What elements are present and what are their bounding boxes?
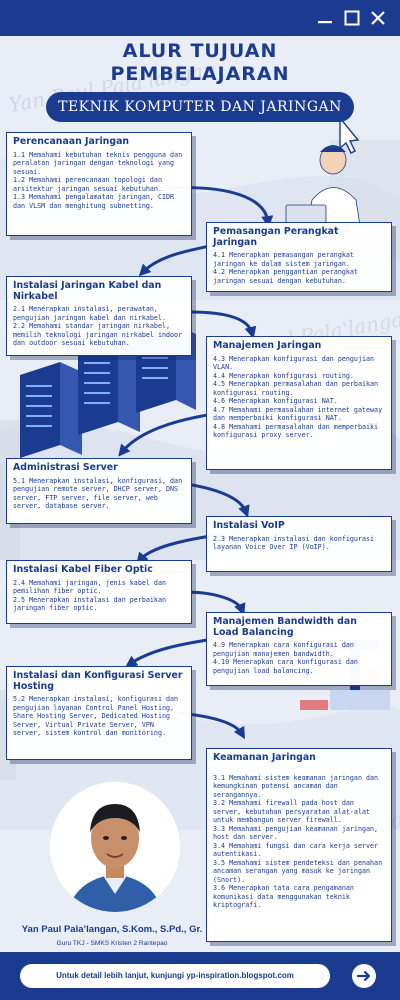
card-item: 4.2 Menerapkan penggantian perangkat jar… bbox=[213, 268, 358, 285]
close-icon[interactable] bbox=[369, 9, 387, 27]
card-title: Pemasangan Perangkat Jaringan bbox=[213, 226, 339, 248]
card-pemasangan-perangkat: Pemasangan Perangkat Jaringan 4.1 Menera… bbox=[206, 222, 392, 292]
arrow-right-icon bbox=[356, 970, 371, 982]
card-item: 1.2 Memahami perencanaan topologi dan ar… bbox=[13, 176, 162, 193]
card-item: 4.10 Menerapkan cara konfigurasi dan pen… bbox=[213, 658, 358, 675]
page-title-line1: ALUR TUJUAN bbox=[122, 40, 278, 62]
maximize-icon[interactable] bbox=[343, 9, 361, 27]
card-item: 4.1 Menerapkan pemasangan perangkat jari… bbox=[213, 251, 354, 268]
card-item: 5.1 Menerapkan instalasi, konfigurasi, d… bbox=[13, 476, 183, 511]
page-title-line2: PEMBELAJARAN bbox=[110, 63, 290, 85]
author-name: Yan Paul Pala’langan, S.Kom., S.Pd., Gr. bbox=[21, 924, 203, 935]
card-item: 3.4 Memahami fungsi dan cara kerja serve… bbox=[213, 841, 379, 859]
card-item: 2.5 Menerapkan instalasi dan perbaikan j… bbox=[13, 595, 166, 613]
card-title: Instalasi Jaringan Kabel dan Nirkabel bbox=[13, 280, 162, 302]
card-item: 4.8 Memahami permasalahan dan memperbaik… bbox=[213, 422, 379, 440]
card-item: 3.6 Menerapkan tata cara pengamanan komu… bbox=[213, 884, 354, 909]
card-title: Manajemen Jaringan bbox=[213, 340, 322, 351]
card-instalasi-fiber-optic: Instalasi Kabel Fiber Optic 2.4 Memahami… bbox=[6, 560, 192, 624]
avatar bbox=[50, 782, 180, 912]
card-item: 3.3 Memahami pengujian keamanan jaringan… bbox=[213, 824, 379, 842]
card-title: Instalasi dan Konfigurasi Server Hosting bbox=[13, 670, 183, 692]
card-item: 1.3 Memahami pengalamatan jaringan, CIDR… bbox=[13, 193, 175, 210]
card-item: 4.5 Menerapkan permasalahan dan perbaika… bbox=[213, 380, 379, 397]
footer-link[interactable]: Untuk detail lebih lanjut, kunjungi yp-i… bbox=[20, 964, 330, 988]
card-item: 3.1 Memahami sistem keamanan jaringan da… bbox=[213, 773, 379, 799]
card-perencanaan-jaringan: Perencanaan Jaringan 1.1 Memahami kebutu… bbox=[6, 132, 192, 236]
window-title-bar bbox=[0, 0, 400, 36]
card-item: 2.1 Menerapkan instalasi, perawatan, pen… bbox=[13, 305, 166, 322]
card-item: 4.9 Menerapkan cara konfigurasi dan peng… bbox=[213, 641, 354, 658]
card-item: 2.4 Memahami jaringan, jenis kabel dan p… bbox=[13, 578, 166, 596]
card-item: 2.2 Memahami standar jaringan nirkabel, … bbox=[13, 322, 183, 347]
card-title: Instalasi VoIP bbox=[213, 520, 285, 531]
cursor-icon bbox=[339, 116, 360, 154]
card-keamanan-jaringan: Keamanan Jaringan 3.1 Memahami sistem ke… bbox=[206, 748, 392, 942]
card-item: 3.5 Memahami sistem pendeteksi dan penah… bbox=[213, 858, 383, 884]
card-item: 1.1 Memahami kebutuhan teknis pengguna d… bbox=[13, 150, 183, 176]
card-title: Manajemen Bandwidth dan Load Balancing bbox=[213, 616, 357, 638]
card-item: 4.7 Memahami permasalahan internet gatew… bbox=[213, 405, 383, 423]
card-item: 2.3 Menerapkan instalasi dan konfigurasi… bbox=[213, 534, 375, 552]
card-title: Perencanaan Jaringan bbox=[13, 136, 130, 147]
page-subtitle: TEKNIK KOMPUTER DAN JARINGAN bbox=[46, 92, 354, 122]
card-title: Keamanan Jaringan bbox=[213, 752, 316, 763]
card-item: 3.2 Memahami firewall pada host dan serv… bbox=[213, 799, 371, 824]
card-item: 4.3 Menerapkan konfigurasi dan pengujian… bbox=[213, 354, 375, 372]
author-role: Guru TKJ - SMKS Kristen 2 Rantepao bbox=[56, 940, 168, 947]
footer-next-button[interactable] bbox=[352, 964, 376, 988]
card-item: 5.2 Menerapkan instalasi, konfigurasi da… bbox=[13, 695, 179, 737]
card-title: Instalasi Kabel Fiber Optic bbox=[13, 564, 153, 575]
card-manajemen-bandwidth: Manajemen Bandwidth dan Load Balancing 4… bbox=[206, 612, 392, 686]
author-photo bbox=[50, 782, 180, 912]
card-instalasi-voip: Instalasi VoIP 2.3 Menerapkan instalasi … bbox=[206, 516, 392, 572]
card-item: 4.6 Menerapkan konfigurasi NAT. bbox=[213, 397, 338, 405]
card-title: Administrasi Server bbox=[13, 462, 118, 473]
card-administrasi-server: Administrasi Server 5.1 Menerapkan insta… bbox=[6, 458, 192, 524]
card-server-hosting: Instalasi dan Konfigurasi Server Hosting… bbox=[6, 666, 192, 760]
card-item: 4.4 Menerapkan konfigurasi routing. bbox=[213, 371, 354, 380]
card-manajemen-jaringan: Manajemen Jaringan 4.3 Menerapkan konfig… bbox=[206, 336, 392, 470]
minimize-icon[interactable] bbox=[316, 9, 334, 27]
card-instalasi-jaringan-kabel: Instalasi Jaringan Kabel dan Nirkabel 2.… bbox=[6, 276, 192, 356]
